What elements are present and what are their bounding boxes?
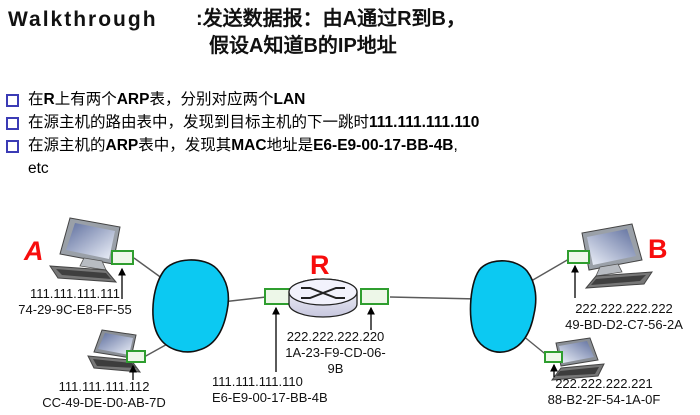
host-a-nic-icon — [111, 250, 134, 265]
bullet-text: 在源主机的路由表中，发现到目标主机的下一跳时111.111.111.110 — [28, 114, 480, 131]
host-b-nic-icon — [567, 250, 590, 264]
title-line2: 假设A知道B的IP地址 — [209, 35, 397, 57]
host-a-address: 111.111.111.111 74-29-9C-E8-FF-55 — [12, 286, 138, 318]
host-b2-address: 222.222.222.221 88-B2-2F-54-1A-0F — [544, 376, 664, 408]
router-left-interface-icon — [264, 288, 293, 305]
router-if-left-ip: 111.111.111.110 — [212, 374, 303, 389]
node-r-letter: R — [310, 250, 330, 280]
host-a-ip: 111.111.111.111 — [30, 286, 120, 301]
title-keyword: Walkthrough — [8, 8, 158, 31]
bullet-list: 在R上有两个ARP表，分别对应两个LAN 在源主机的路由表中，发现到目标主机的下一… — [6, 88, 696, 180]
bullet-row-3: 在源主机的ARP表中，发现其MAC地址是E6-E9-00-17-BB-4B,et… — [6, 134, 696, 180]
host-a2-mac: CC-49-DE-D0-AB-7D — [42, 395, 166, 410]
host-a-icon — [49, 217, 121, 283]
lan1-cloud — [152, 259, 230, 353]
node-a-letter: A — [24, 236, 44, 266]
lan2-cloud — [469, 260, 537, 353]
link-router-lan2 — [389, 296, 479, 300]
bullet-row-1: 在R上有两个ARP表，分别对应两个LAN — [6, 88, 696, 111]
router-if-right-address: 222.222.222.220 1A-23-F9-CD-06-9B — [278, 329, 393, 377]
link-lan1-router — [221, 296, 267, 303]
link-lan2-hostb — [525, 258, 570, 285]
router-right-interface-icon — [360, 288, 389, 305]
host-b-icon — [581, 223, 653, 289]
router-if-right-mac: 1A-23-F9-CD-06-9B — [285, 345, 386, 376]
bullet-square-icon — [6, 140, 19, 153]
bullet-text: 在R上有两个ARP表，分别对应两个LAN — [28, 91, 306, 108]
bullet-square-icon — [6, 94, 19, 107]
bullet-square-icon — [6, 117, 19, 130]
bullet-text: 在源主机的ARP表中，发现其MAC地址是E6-E9-00-17-BB-4B,et… — [28, 137, 458, 177]
host-a-mac: 74-29-9C-E8-FF-55 — [18, 302, 132, 317]
router-if-left-address: 111.111.111.110 E6-E9-00-17-BB-4B — [212, 374, 328, 406]
title-line1: :发送数据报：由A通过R到B， — [196, 8, 466, 30]
host-b2-mac: 88-B2-2F-54-1A-0F — [547, 392, 661, 407]
node-b-letter: B — [648, 234, 668, 264]
host-b2-ip: 222.222.222.221 — [555, 376, 653, 391]
host-a2-ip: 111.111.111.112 — [58, 379, 150, 394]
host-b-mac: 49-BD-D2-C7-56-2A — [565, 317, 683, 332]
router-if-right-ip: 222.222.222.220 — [286, 329, 385, 344]
host-b-ip: 222.222.222.222 — [575, 301, 673, 316]
router-if-left-mac: E6-E9-00-17-BB-4B — [212, 390, 328, 405]
bullet-row-2: 在源主机的路由表中，发现到目标主机的下一跳时111.111.111.110 — [6, 111, 696, 134]
title-subtitle: :发送数据报：由A通过R到B， 假设A知道B的IP地址 — [196, 6, 466, 60]
host-a2-address: 111.111.111.112 CC-49-DE-D0-AB-7D — [34, 379, 174, 411]
pointer-arrows — [118, 264, 579, 380]
host-b-address: 222.222.222.222 49-BD-D2-C7-56-2A — [564, 301, 684, 333]
router-icon — [288, 278, 358, 318]
host-a2-nic-icon — [126, 350, 146, 363]
host-b2-nic-icon — [544, 351, 563, 363]
router-switch-glyph — [301, 287, 345, 299]
